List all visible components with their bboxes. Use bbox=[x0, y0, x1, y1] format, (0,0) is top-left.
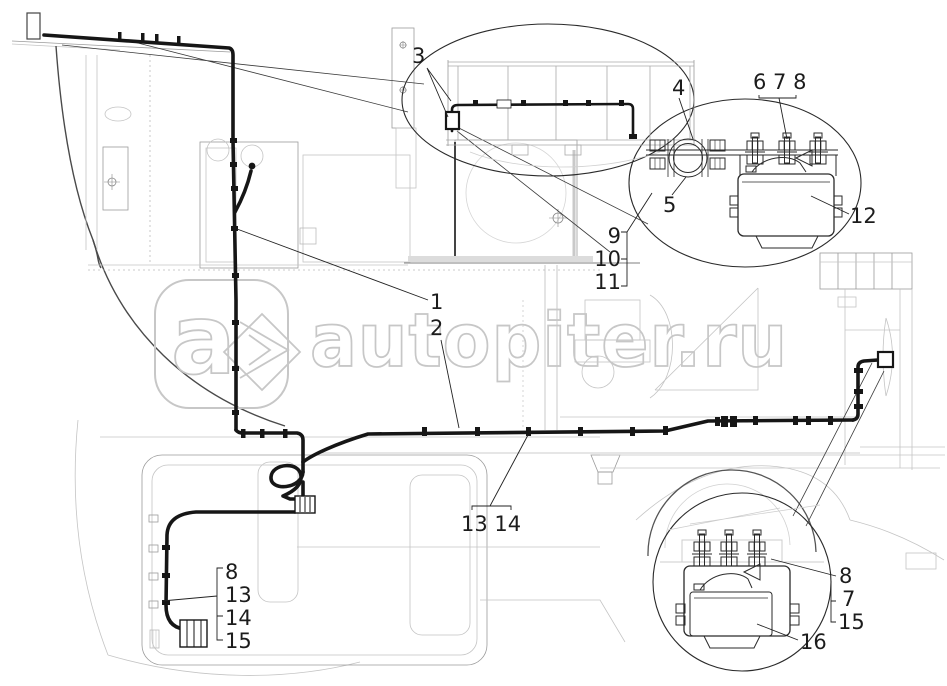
wiring-harness bbox=[42, 33, 880, 634]
callout-10: 10 bbox=[594, 247, 621, 271]
detail-bottom-content bbox=[660, 504, 824, 649]
watermark-text: autopiter.ru bbox=[310, 298, 788, 384]
callout-right-15: 15 bbox=[838, 610, 865, 634]
watermark: a autopiter.ru bbox=[154, 279, 788, 409]
callout-2: 2 bbox=[430, 316, 444, 340]
callout-3: 3 bbox=[412, 44, 426, 68]
callout-4: 4 bbox=[672, 76, 686, 100]
harness-clamps bbox=[118, 32, 863, 605]
chassis-outline bbox=[11, 12, 945, 676]
detail-ellipse-right bbox=[628, 98, 862, 268]
callout-right-7: 7 bbox=[842, 587, 856, 611]
callout-11: 11 bbox=[594, 270, 621, 294]
callout-left-15: 15 bbox=[225, 629, 252, 653]
callout-9: 9 bbox=[607, 224, 621, 248]
callout-right-8: 8 bbox=[839, 564, 853, 588]
callout-12: 12 bbox=[850, 204, 877, 228]
callout-1: 1 bbox=[430, 290, 444, 314]
callout-left-13: 13 bbox=[225, 583, 252, 607]
autopiter-logo-letter: a bbox=[171, 284, 236, 396]
zoom-lines bbox=[61, 40, 885, 527]
leader-lines bbox=[161, 67, 850, 641]
callout-6-7-8: 6 7 8 bbox=[753, 70, 807, 94]
callout-13-14: 13 14 bbox=[461, 512, 522, 536]
harness-connectors bbox=[179, 110, 895, 648]
callout-left-8: 8 bbox=[225, 560, 239, 584]
callout-16: 16 bbox=[800, 630, 827, 654]
callout-5: 5 bbox=[663, 193, 677, 217]
detail-right-content bbox=[646, 132, 843, 249]
autopiter-logo-frame bbox=[154, 279, 289, 409]
callout-left-14: 14 bbox=[225, 606, 252, 630]
